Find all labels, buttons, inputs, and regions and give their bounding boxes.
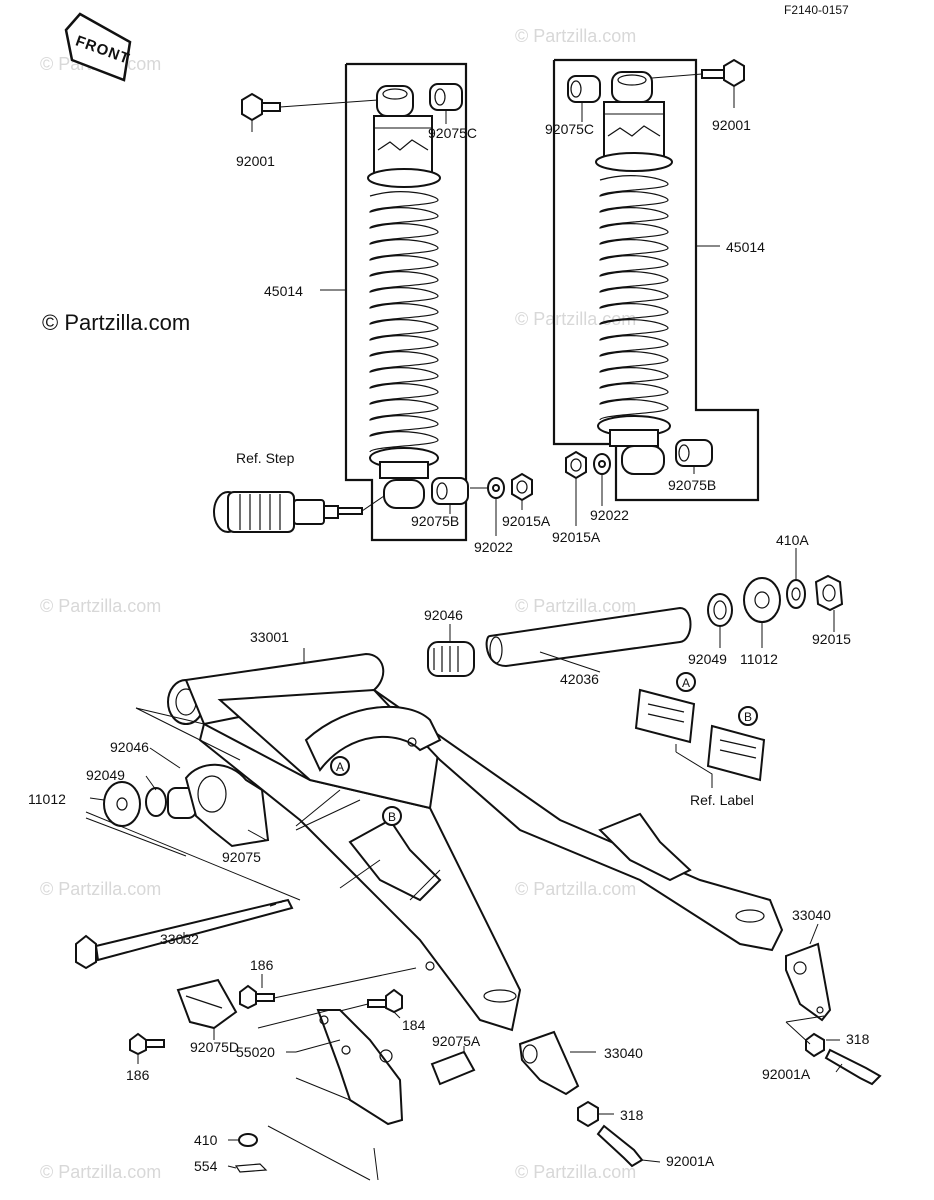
- clip-554: [234, 1163, 268, 1173]
- label-11012-left: 11012: [28, 791, 66, 807]
- watermark: © Partzilla.com: [515, 309, 636, 329]
- label-11012-right: 11012: [740, 651, 778, 667]
- label-45014-left: 45014: [264, 283, 303, 299]
- label-ref-label: Ref. Label: [690, 792, 754, 808]
- label-92001a-right: 92001A: [762, 1066, 811, 1082]
- label-92075c-left: 92075C: [428, 125, 477, 141]
- chain-adjuster-mid: [518, 1030, 644, 1168]
- label-92075a: 92075A: [432, 1033, 481, 1049]
- label-92075d: 92075D: [190, 1039, 239, 1055]
- marker-a-label: A: [682, 676, 690, 690]
- watermark: © Partzilla.com: [40, 879, 161, 899]
- label-33032: 33032: [160, 931, 199, 947]
- label-92075: 92075: [222, 849, 261, 865]
- label-92015a-right: 92015A: [552, 529, 601, 545]
- label-184: 184: [402, 1017, 426, 1033]
- left-shock-absorber: [241, 62, 533, 542]
- label-45014-right: 45014: [726, 239, 765, 255]
- label-33040-right: 33040: [792, 907, 831, 923]
- label-554: 554: [194, 1158, 218, 1174]
- label-55020: 55020: [236, 1044, 275, 1060]
- label-92001-left: 92001: [236, 153, 275, 169]
- ref-label-panels: [330, 672, 766, 826]
- label-186-top: 186: [250, 957, 274, 973]
- label-92001-right: 92001: [712, 117, 751, 133]
- label-92022-left: 92022: [474, 539, 513, 555]
- watermark: © Partzilla.com: [515, 879, 636, 899]
- label-92075c-right: 92075C: [545, 121, 594, 137]
- marker-b-label: B: [744, 710, 752, 724]
- partzilla-watermark: © Partzilla.com: [42, 310, 190, 335]
- bracket-55020: [295, 1009, 404, 1126]
- label-92015: 92015: [812, 631, 851, 647]
- label-92075b-left: 92075B: [411, 513, 459, 529]
- figure-code: F2140-0157: [784, 3, 849, 17]
- watermarks: © Partzilla.com © Partzilla.com © Partzi…: [40, 26, 636, 1182]
- right-shock-absorber: [552, 58, 760, 502]
- label-92049-right: 92049: [688, 651, 727, 667]
- watermark: © Partzilla.com: [40, 1162, 161, 1182]
- label-33001: 33001: [250, 629, 289, 645]
- bolts-186: [129, 967, 417, 1056]
- pivot-bolt-33032: [75, 898, 294, 970]
- marker-a-arm: A: [336, 760, 344, 774]
- leader-lines: [85, 102, 843, 1181]
- label-410a: 410A: [776, 532, 809, 548]
- chain-adjuster-right: [785, 942, 882, 1086]
- label-92046-left: 92046: [110, 739, 149, 755]
- label-92022-right: 92022: [590, 507, 629, 523]
- watermark: © Partzilla.com: [515, 26, 636, 46]
- part-labels: 92001 92075C 45014 Ref. Step 92075B 9201…: [28, 117, 870, 1174]
- washer-410: [238, 1133, 258, 1147]
- block-92075d: [176, 978, 238, 1030]
- label-318-mid: 318: [620, 1107, 644, 1123]
- label-33040-mid: 33040: [604, 1045, 643, 1061]
- label-186-bottom: 186: [126, 1067, 150, 1083]
- bolt-184: [335, 988, 403, 1014]
- label-318-right: 318: [846, 1031, 870, 1047]
- bushing-92075a: [430, 1050, 476, 1086]
- marker-b-arm: B: [388, 810, 396, 824]
- right-spring: [599, 175, 669, 421]
- label-92046-top: 92046: [424, 607, 463, 623]
- watermark: © Partzilla.com: [515, 1162, 636, 1182]
- label-92001a-mid: 92001A: [666, 1153, 715, 1169]
- label-ref-step: Ref. Step: [236, 450, 295, 466]
- swing-arm-33001: [167, 652, 784, 1032]
- label-92049-left: 92049: [86, 767, 125, 783]
- watermark: © Partzilla.com: [515, 596, 636, 616]
- pivot-shaft-group: [427, 574, 844, 677]
- watermark: © Partzilla.com: [40, 596, 161, 616]
- label-42036: 42036: [560, 671, 599, 687]
- label-92075b-right: 92075B: [668, 477, 716, 493]
- label-410: 410: [194, 1132, 218, 1148]
- label-92015a-left: 92015A: [502, 513, 551, 529]
- front-direction-tag: FRONT: [64, 12, 132, 82]
- left-spring: [369, 191, 439, 453]
- left-pivot-parts: [103, 763, 270, 848]
- ref-step-footpeg: [213, 491, 385, 533]
